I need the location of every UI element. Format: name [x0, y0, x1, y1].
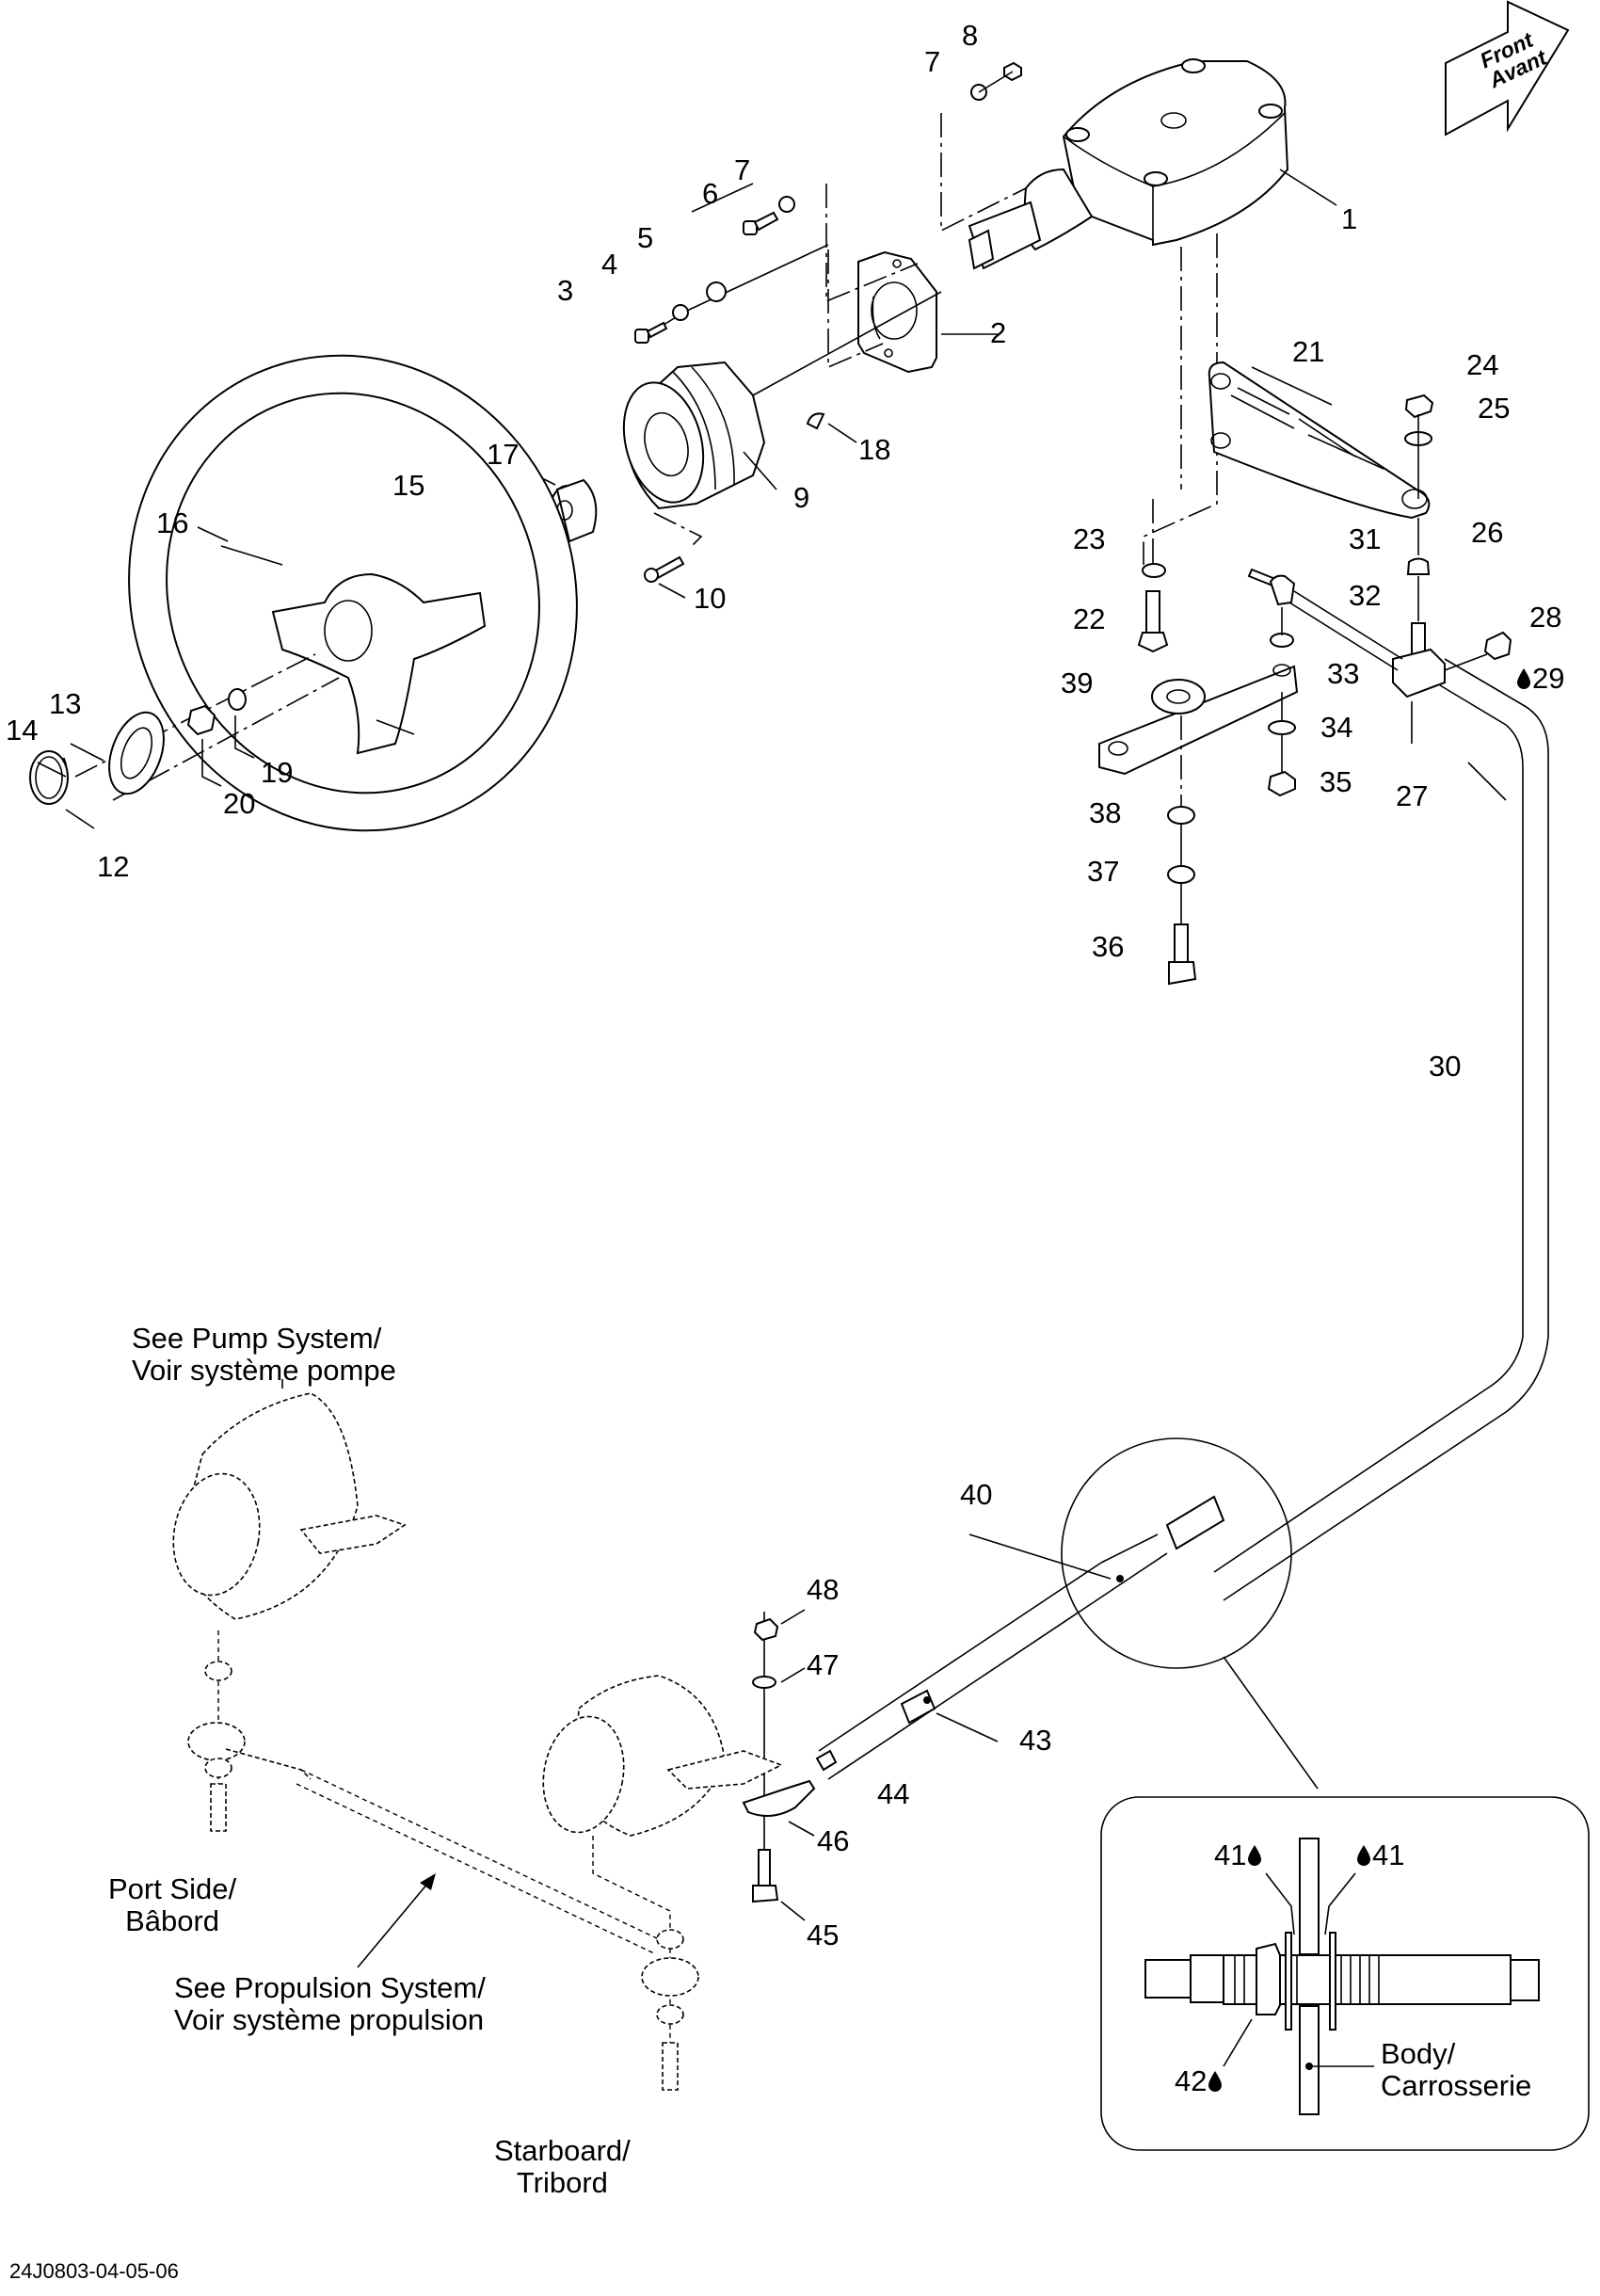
part-16-steering-wheel [128, 354, 578, 832]
part-label-41a: 41 [1214, 1840, 1263, 1870]
part-2-mounting-plate [857, 250, 998, 374]
part-label-35: 35 [1320, 765, 1352, 798]
part-label-25: 25 [1478, 392, 1511, 425]
drop-icon [1208, 2071, 1223, 2092]
pump-system-note: See Pump System/ Voir système pompe [132, 1322, 396, 1388]
part-label-13: 13 [49, 687, 82, 720]
parts-36-38 [1167, 715, 1197, 986]
part-1-helm-housing [968, 58, 1337, 270]
part-label-39: 39 [1061, 666, 1094, 699]
part-28-locknut [1483, 631, 1512, 661]
part-label-18: 18 [858, 433, 891, 466]
drop-icon [1357, 1845, 1370, 1866]
part-label-46: 46 [817, 1824, 850, 1857]
part-9-hub [622, 291, 942, 547]
part-label-6: 6 [702, 177, 719, 210]
part-label-9: 9 [793, 481, 810, 514]
part-label-34: 34 [1320, 711, 1353, 744]
part-label-8: 8 [962, 19, 979, 52]
part-39-steering-arm [1098, 664, 1299, 776]
part-label-47: 47 [807, 1648, 840, 1681]
propulsion-system-note: See Propulsion System/ Voir système prop… [174, 1971, 486, 2037]
part-label-1: 1 [1341, 202, 1358, 235]
part-18-key [806, 412, 825, 430]
part-label-28: 28 [1529, 601, 1562, 634]
part-label-22: 22 [1073, 602, 1106, 635]
part-label-21: 21 [1292, 335, 1325, 368]
reference-code: 24J0803-04-05-06 [9, 2259, 179, 2283]
part-label-38: 38 [1089, 796, 1122, 829]
pump-nozzle-phantom-lower [542, 1675, 783, 2091]
parts-31-33-rod-end [1247, 568, 1403, 671]
body-note: Body/ Carrosserie [1381, 2037, 1532, 2103]
part-label-29: 29 [1515, 664, 1564, 693]
part-label-3: 3 [557, 274, 574, 307]
propulsion-leader [357, 1873, 436, 1968]
parts-24-27 [1392, 393, 1446, 744]
part-21-bracket [1208, 361, 1431, 520]
cable-end-detail [815, 1437, 1319, 1790]
part-label-24: 24 [1466, 348, 1499, 381]
part-label-41b: 41 [1355, 1840, 1404, 1870]
front-direction-arrow-icon: Front Avant [1440, 0, 1600, 141]
pump-nozzle-phantom-upper [172, 1379, 660, 1954]
parts-22-23 [1137, 499, 1169, 653]
part-label-7a: 7 [734, 153, 751, 186]
part-label-37: 37 [1087, 855, 1120, 888]
part-label-2: 2 [990, 316, 1007, 349]
part-label-44: 44 [877, 1777, 910, 1810]
parts-34-35 [1267, 692, 1296, 797]
part-label-45: 45 [807, 1919, 840, 1951]
detail-inset [1100, 1796, 1590, 2151]
part-label-48: 48 [807, 1573, 840, 1606]
part-label-19: 19 [261, 756, 294, 789]
part-label-40: 40 [960, 1478, 993, 1511]
part-label-12: 12 [97, 850, 130, 883]
fasteners-3-8 [634, 61, 1027, 369]
part-label-27: 27 [1396, 779, 1429, 812]
part-label-15: 15 [392, 469, 425, 502]
part-label-42: 42 [1175, 2066, 1224, 2095]
part-label-26: 26 [1471, 516, 1504, 549]
starboard-note: Starboard/ Tribord [494, 2134, 631, 2200]
drop-icon [1248, 1845, 1262, 1866]
part-label-20: 20 [223, 787, 256, 820]
part-10-screw [644, 555, 686, 599]
part-label-16: 16 [156, 506, 189, 539]
part-label-5: 5 [637, 221, 654, 254]
part-label-43: 43 [1019, 1724, 1052, 1757]
part-label-14: 14 [6, 714, 39, 747]
part-label-31: 31 [1349, 522, 1382, 555]
part-30-steering-cable [1213, 658, 1549, 1601]
part-label-23: 23 [1073, 522, 1106, 555]
part-label-36: 36 [1092, 930, 1125, 963]
part-label-7b: 7 [924, 45, 941, 78]
port-side-note: Port Side/ Bâbord [108, 1872, 237, 1938]
drop-icon [1517, 668, 1530, 689]
part-label-32: 32 [1349, 579, 1382, 612]
part-label-33: 33 [1327, 657, 1360, 690]
part-label-10: 10 [694, 582, 727, 615]
part-label-30: 30 [1429, 1050, 1462, 1083]
part-label-17: 17 [487, 438, 520, 471]
part-label-4: 4 [601, 248, 618, 281]
parts-45-48 [742, 1609, 816, 1921]
wheel-center-parts [29, 653, 340, 829]
